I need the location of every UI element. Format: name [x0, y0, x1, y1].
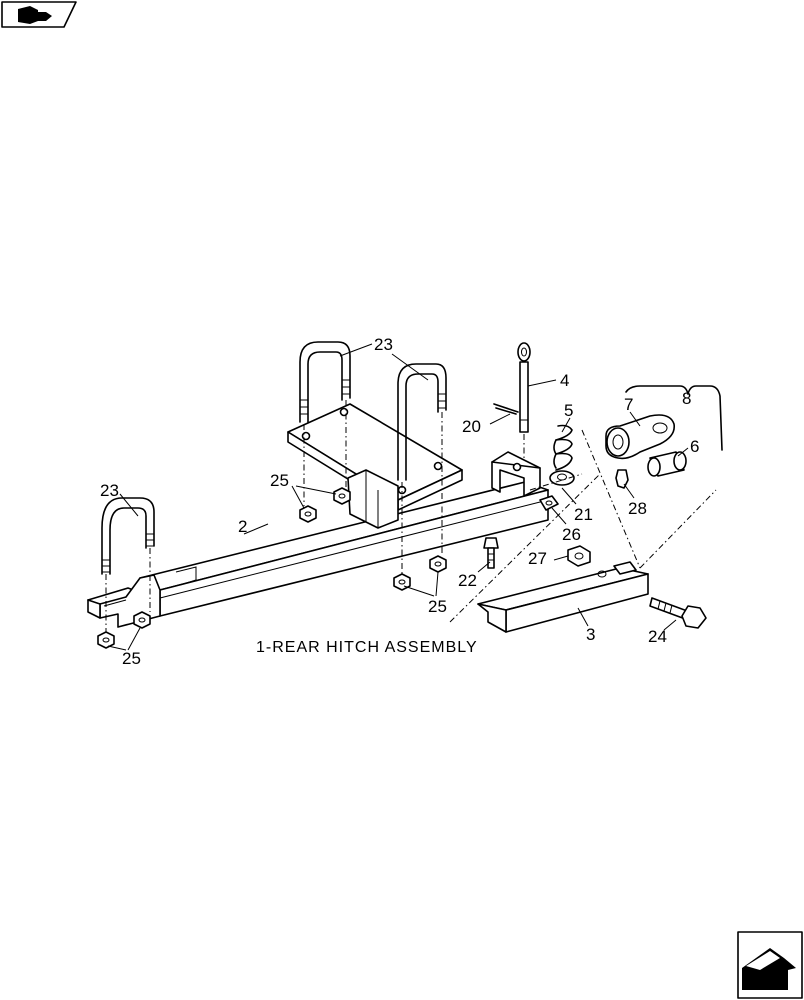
clip-pin-part-20: [493, 403, 519, 415]
spring-part-5: [553, 424, 573, 471]
assembly-centerlines: [105, 400, 717, 632]
nut-part-25-e: [393, 573, 411, 591]
callout-21: 21: [574, 505, 593, 524]
bolt-part-24: [649, 597, 707, 629]
callout-8: 8: [682, 389, 691, 408]
nut-part-25-f: [429, 555, 447, 573]
nut-part-27: [567, 545, 591, 567]
u-bolt-23-left: [101, 497, 155, 575]
leader-lines: [107, 343, 689, 651]
callout-26: 26: [562, 525, 581, 544]
callout-24: 24: [648, 627, 667, 646]
callout-25-upper: 25: [270, 471, 289, 490]
rear-bracket: [491, 451, 541, 497]
callout-3: 3: [586, 625, 595, 644]
callout-23-top: 23: [374, 335, 393, 354]
callout-22: 22: [458, 571, 477, 590]
callout-5: 5: [564, 401, 573, 420]
callout-25-lower: 25: [122, 649, 141, 668]
clevis-assembly-part-8: [605, 385, 723, 489]
callout-6: 6: [690, 437, 699, 456]
callout-20: 20: [462, 417, 481, 436]
callout-7: 7: [624, 395, 633, 414]
nut-part-25-d: [333, 487, 351, 505]
next-page-arrow-icon[interactable]: [737, 931, 803, 999]
book-arrow-icon[interactable]: [1, 1, 77, 28]
diagram-title: 1-REAR HITCH ASSEMBLY: [256, 639, 478, 656]
callout-25-middle: 25: [428, 597, 447, 616]
callout-23-left: 23: [100, 481, 119, 500]
u-bolt-23-plate-b: [397, 363, 447, 481]
nut-part-25-a: [97, 631, 115, 649]
nut-part-25-b: [133, 611, 151, 629]
mount-plate: [287, 403, 463, 529]
hitch-pin-part-4: [517, 342, 531, 433]
callout-4: 4: [560, 371, 569, 390]
callout-2: 2: [238, 517, 247, 536]
nut-part-25-c: [299, 505, 317, 523]
u-bolt-23-plate-a: [299, 341, 351, 423]
callout-27: 27: [528, 549, 547, 568]
nut-part-26: [539, 495, 559, 511]
callout-28: 28: [628, 499, 647, 518]
bolt-part-22: [483, 537, 499, 569]
channel-part-3: [477, 561, 649, 633]
